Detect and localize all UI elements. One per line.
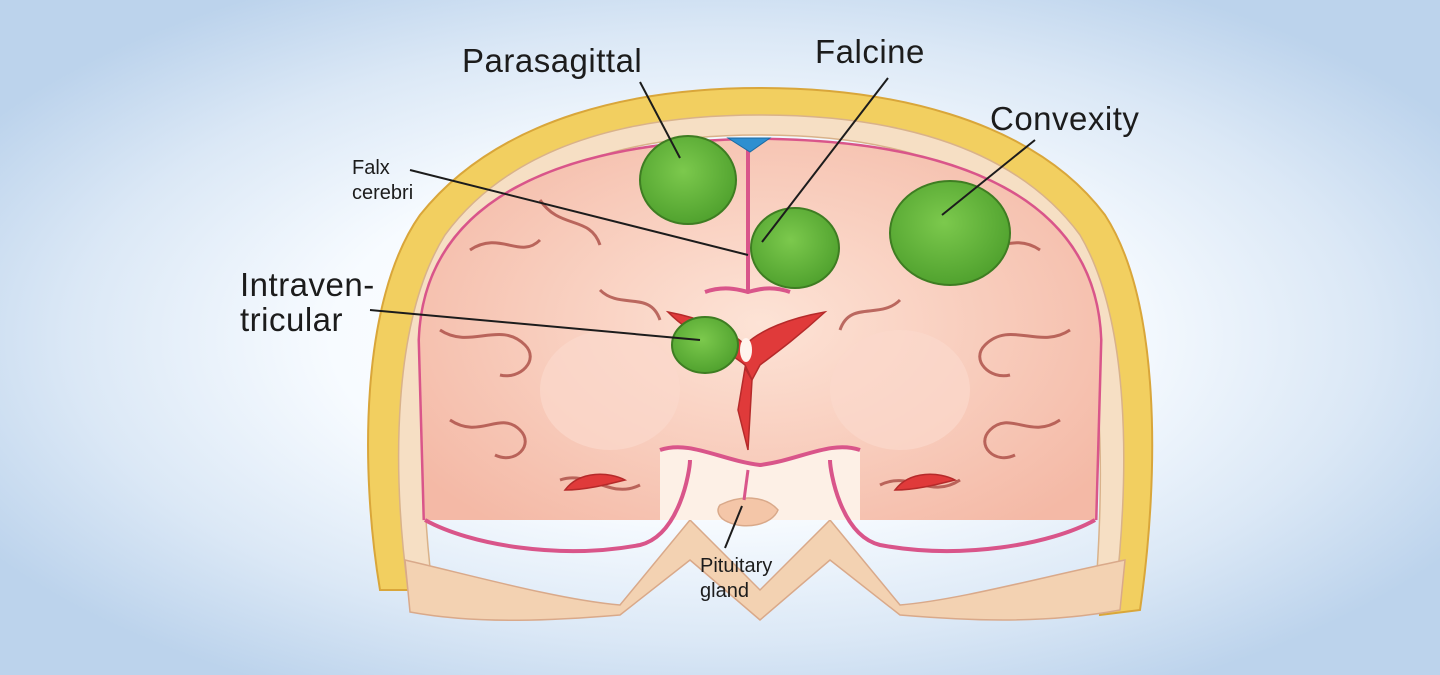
label-intraventricular-line1: Intraven-: [240, 266, 375, 303]
label-parasagittal: Parasagittal: [462, 42, 642, 79]
label-falcine: Falcine: [815, 33, 925, 70]
skull-base: [404, 518, 1126, 622]
label-pituitary-line2: gland: [700, 580, 749, 602]
intraventricular-tumor: [671, 316, 739, 374]
label-pituitary-line1: Pituitary: [700, 555, 772, 577]
label-falx-line1: Falx: [352, 157, 390, 179]
pituitary-stalk: [742, 469, 750, 501]
brain-lower-edge: [424, 459, 1096, 553]
falx-cerebri: [704, 150, 791, 295]
falcine-tumor: [750, 207, 840, 289]
parasagittal-tumor: [639, 135, 737, 225]
label-convexity: Convexity: [990, 100, 1139, 137]
superior-sagittal-sinus: [726, 137, 772, 153]
label-falx-line2: cerebri: [352, 182, 413, 204]
leader-lines: [369, 77, 1036, 549]
pituitary-gland: [717, 497, 779, 527]
tumors: [639, 135, 1011, 374]
convexity-tumor: [889, 180, 1011, 286]
label-intraventricular-line2: tricular: [240, 301, 343, 338]
